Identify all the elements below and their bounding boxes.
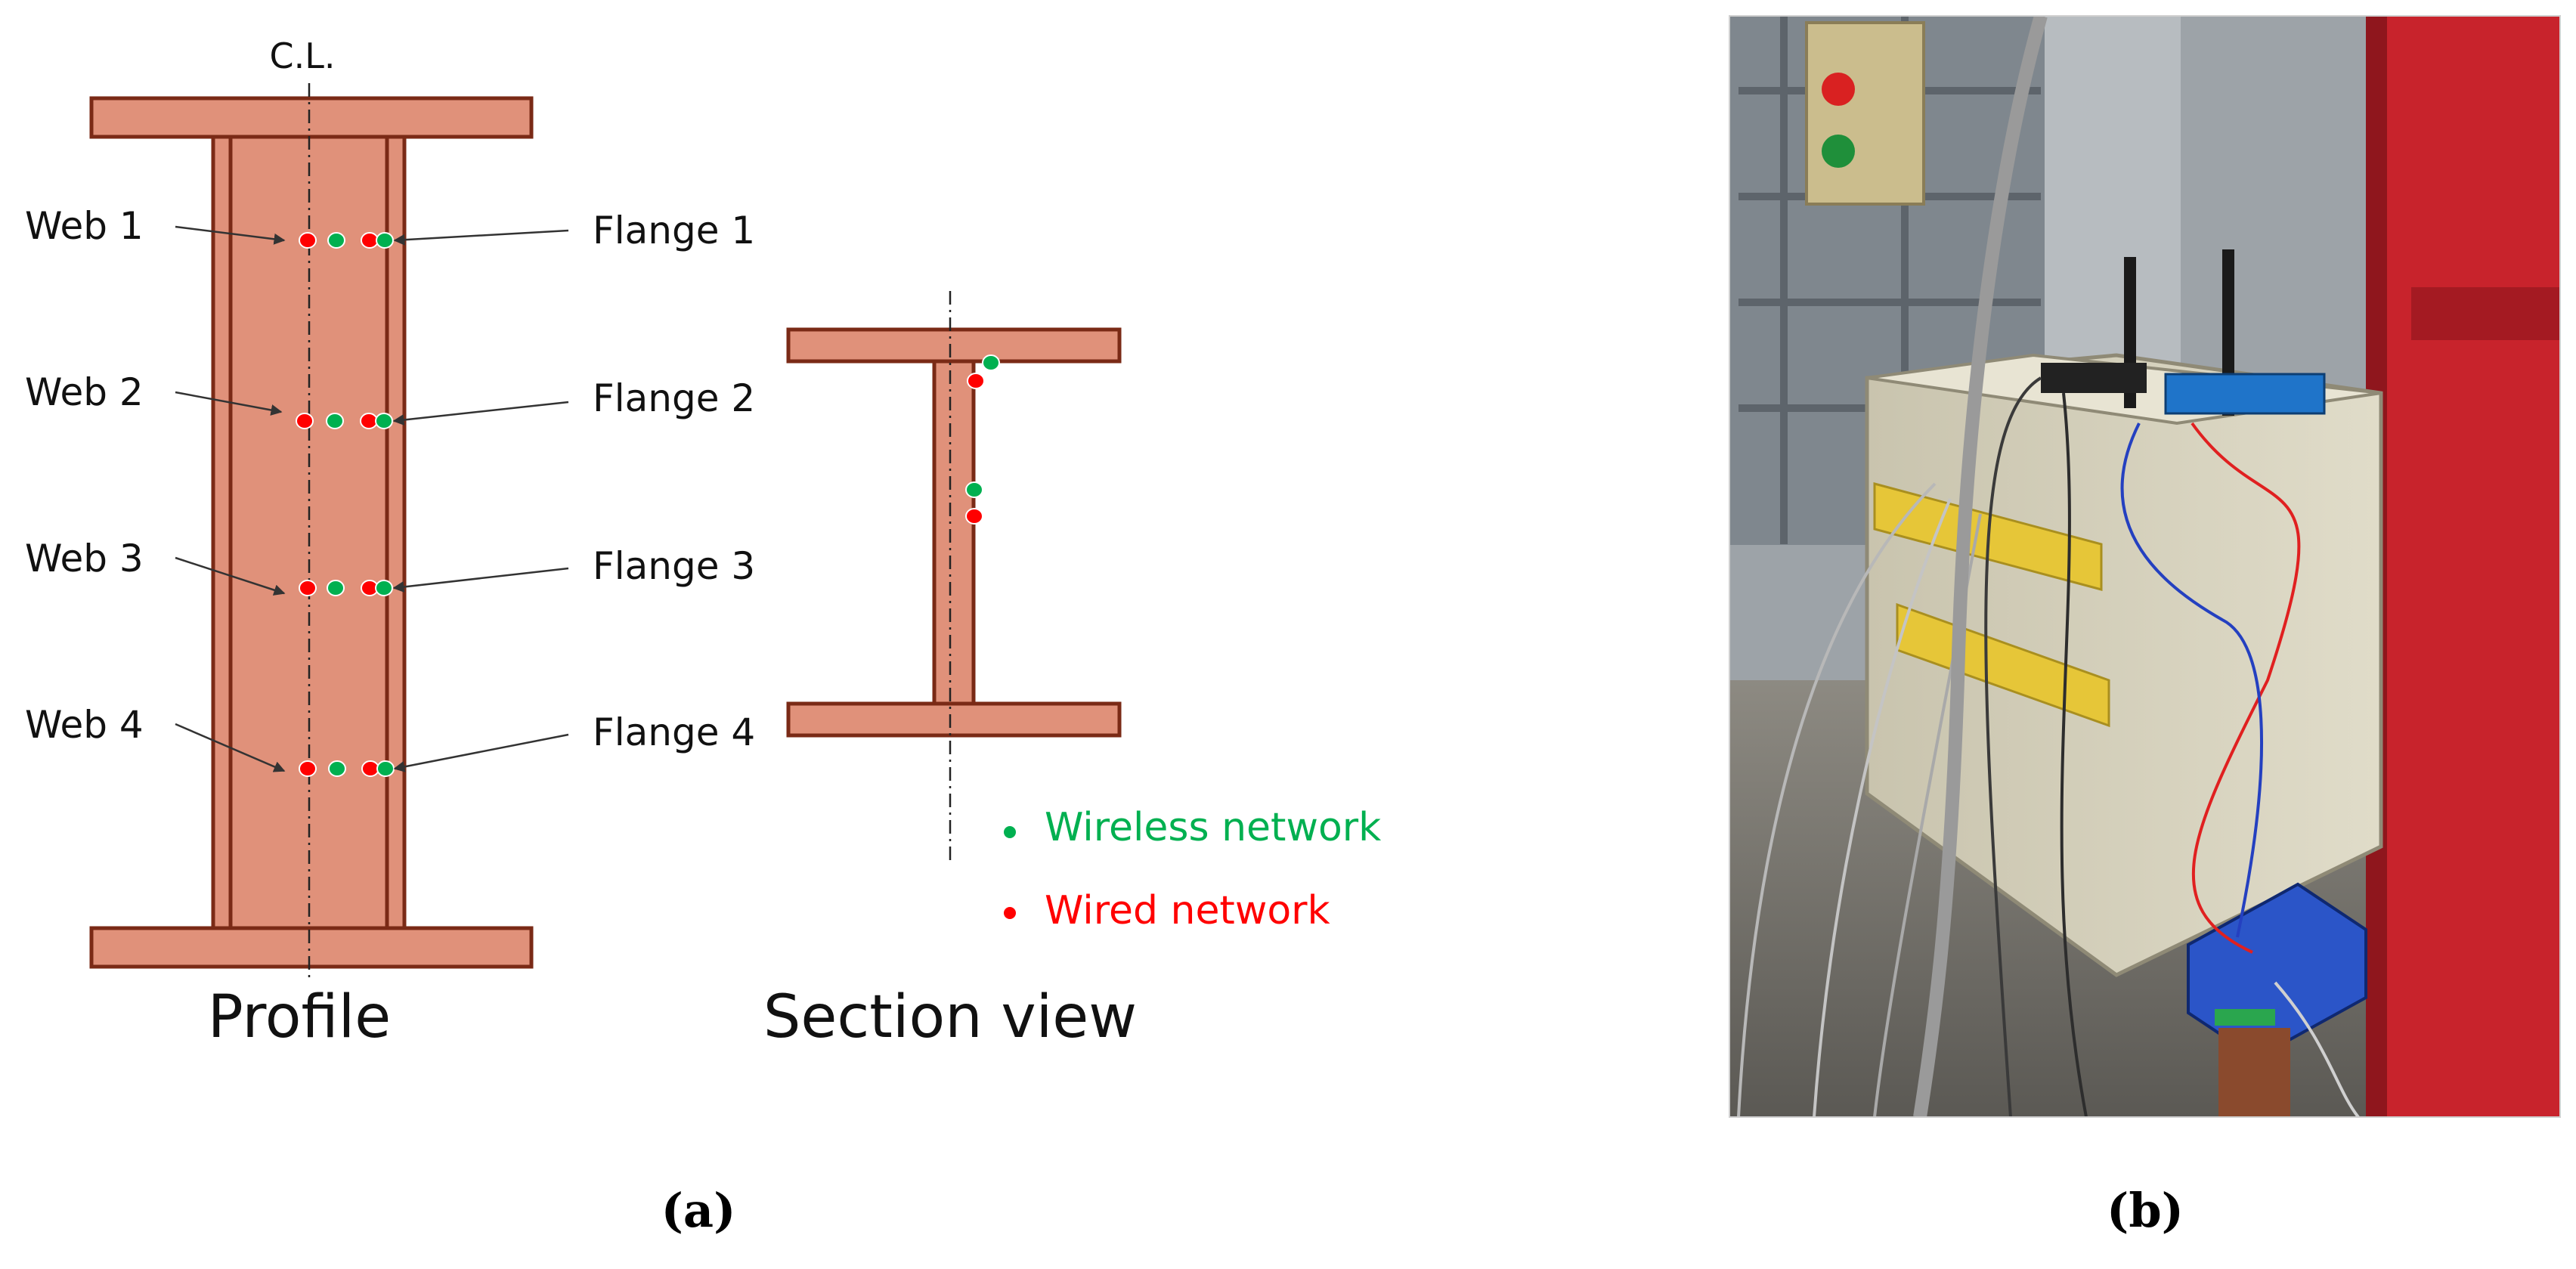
flange-3-label: Flange 3 (593, 544, 755, 588)
red-button-icon (1822, 73, 1855, 106)
section-view-diagram: Section view (763, 291, 1137, 1051)
flange-3-leader (392, 567, 569, 593)
section-top-flange (786, 327, 1122, 364)
web-1-label: Web 1 (25, 204, 144, 248)
daq-cabinet (1865, 353, 2383, 977)
wired-sensor-web (296, 413, 314, 429)
section-wireless-flange-sensor (982, 354, 1000, 371)
section-wireless-web-sensor (965, 481, 983, 498)
wired-sensor-web (299, 580, 317, 596)
web-2-label: Web 2 (25, 370, 144, 414)
legend-wireless-marker (1004, 826, 1016, 838)
wireless-sensor-flange (375, 413, 393, 429)
wireless-sensor-web (328, 760, 346, 777)
control-switch-box (1805, 21, 1925, 206)
wired-sensor-web (299, 760, 317, 777)
grey-column (2045, 16, 2181, 409)
centerline-label: C.L. (270, 36, 336, 76)
flange-4-label: Flange 4 (593, 710, 755, 754)
sensor-row-1: Web 1 Flange 1 (25, 204, 755, 252)
wireless-sensor-flange (375, 580, 393, 596)
legend-wired-marker (1004, 907, 1016, 919)
legend: Wireless network Wired network (1004, 805, 1381, 933)
ethernet-switch (2041, 363, 2147, 393)
wireless-sensor-web (326, 413, 344, 429)
red-steel-frame (2366, 16, 2560, 1117)
wired-sensor-flange (360, 413, 378, 429)
daq-terminal-block (2215, 1009, 2275, 1026)
support-pipe (2218, 1028, 2290, 1117)
wireless-sensor-web (327, 232, 345, 249)
conduit-pipe (1913, 16, 2048, 1117)
section-web (932, 359, 976, 706)
wireless-sensor-flange (376, 760, 395, 777)
wireless-sensor-web (327, 580, 345, 596)
section-bottom-flange (786, 701, 1122, 738)
legend-wired-label: Wired network (1045, 888, 1330, 933)
wired-sensor-flange (361, 760, 379, 777)
sensor-row-3: Web 3 Flange 3 (25, 537, 755, 596)
section-wired-flange-sensor (967, 373, 985, 389)
web-3-leader (175, 556, 286, 596)
caption-a: (a) (661, 1183, 736, 1238)
wireless-module-top (2164, 373, 2326, 415)
profile-diagram: C.L. Web 1 Flange 1 Web 2 Flange 2 (25, 36, 755, 1051)
bottom-flange (89, 926, 534, 969)
section-wired-web-sensor (965, 508, 983, 525)
sensor-cables (1737, 376, 2360, 1117)
photo-frame (1729, 15, 2561, 1118)
green-button-icon (1822, 135, 1855, 168)
profile-caption: Profile (208, 983, 392, 1051)
section-caption: Section view (763, 983, 1137, 1051)
red-frame-flange (2411, 287, 2560, 340)
web-4-leader (175, 723, 286, 772)
sensor-row-4: Web 4 Flange 4 (25, 703, 755, 777)
wired-sensor-flange (361, 232, 379, 249)
test-setup-photo (1729, 15, 2561, 1118)
web-3-label: Web 3 (25, 537, 144, 580)
flange-1-label: Flange 1 (593, 209, 755, 252)
sensor-row-2: Web 2 Flange 2 (25, 370, 755, 429)
wired-sensor-web (299, 232, 317, 249)
web-2-leader (175, 391, 283, 416)
top-flange (89, 96, 534, 139)
wireless-sensor-flange (376, 232, 394, 249)
flange-2-leader (392, 401, 569, 426)
caption-b: (b) (2107, 1183, 2184, 1238)
web-4-label: Web 4 (25, 703, 144, 747)
flange-1-leader (393, 229, 569, 246)
legend-wireless-label: Wireless network (1045, 805, 1381, 850)
flange-4-leader (393, 733, 569, 772)
web-1-leader (175, 225, 286, 245)
flange-2-label: Flange 2 (593, 376, 755, 420)
